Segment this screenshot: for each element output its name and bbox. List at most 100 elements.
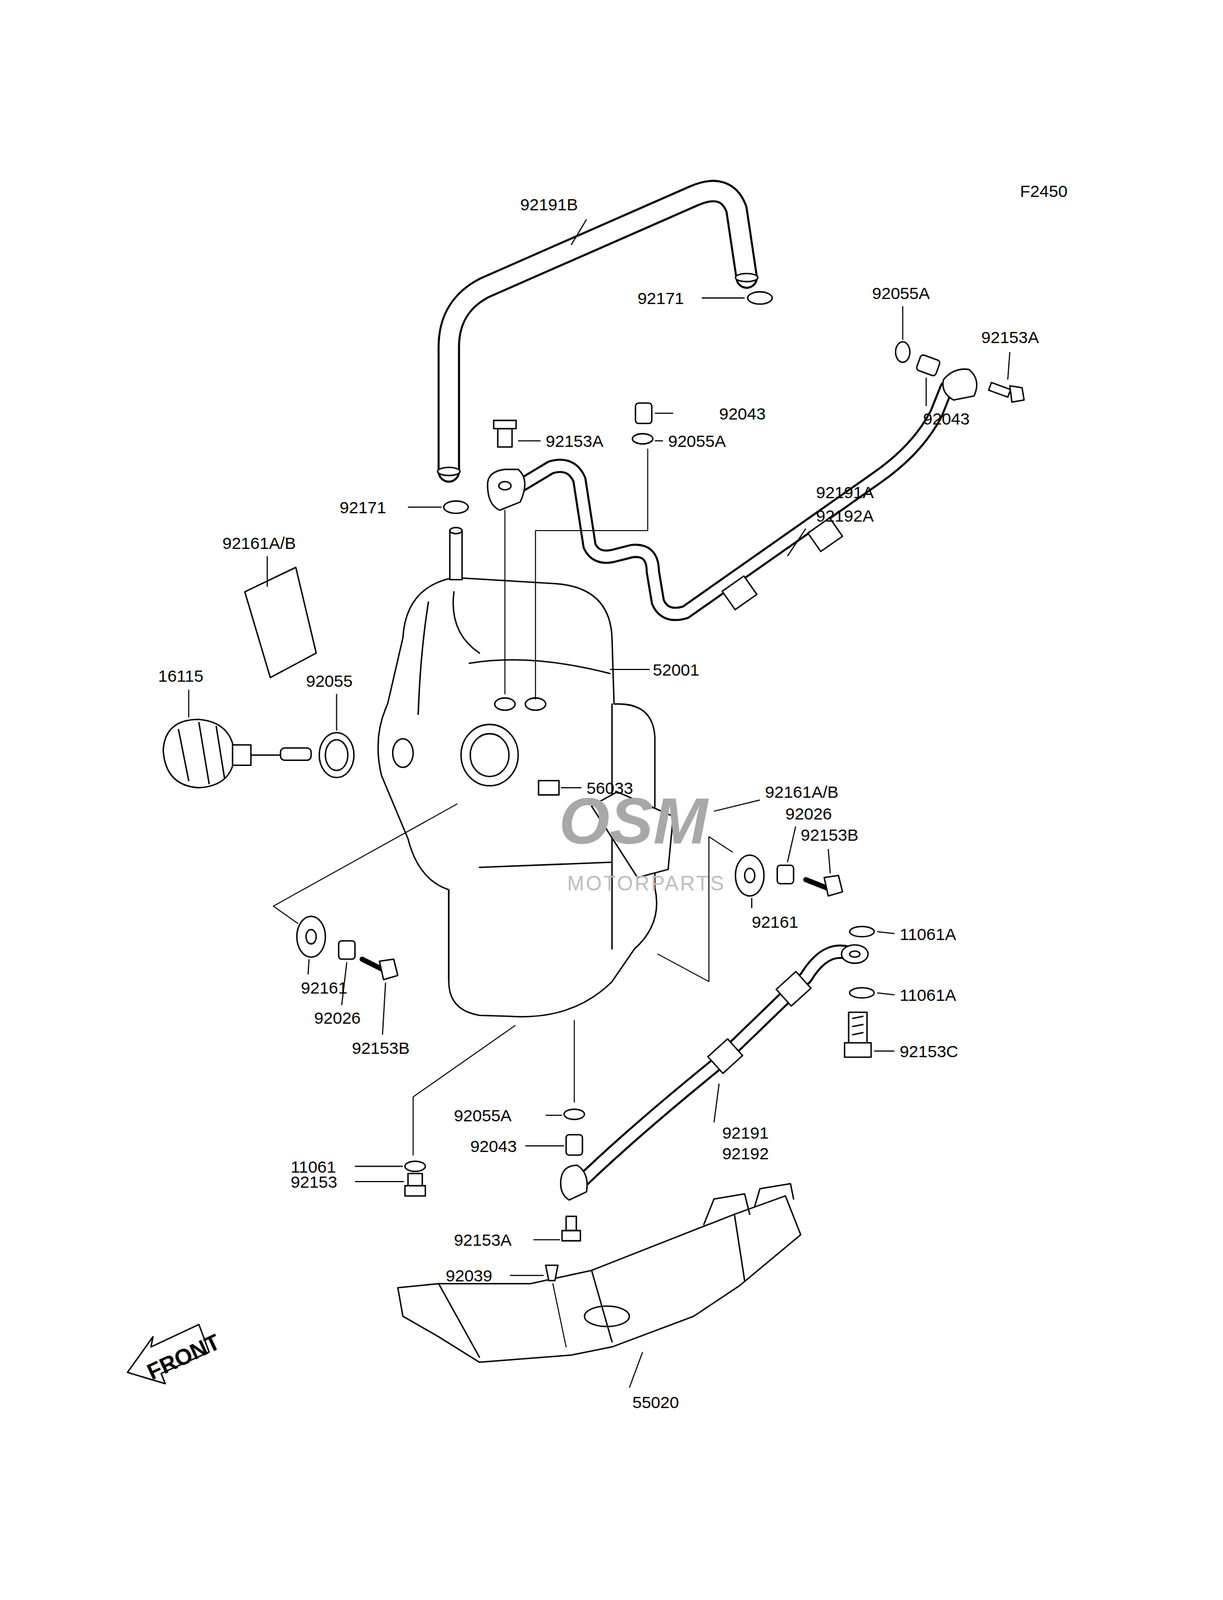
part-outline: [747, 291, 773, 304]
leader-line: [571, 219, 587, 245]
part-outline: [392, 738, 414, 767]
part-outline: [450, 530, 463, 580]
part-outline: [504, 387, 947, 614]
part-outline: [852, 1016, 863, 1035]
part-outline: [437, 467, 461, 476]
part-outline: [461, 724, 519, 786]
part-outline: [443, 500, 469, 514]
part-outline: [988, 382, 1011, 398]
leader-line: [787, 826, 796, 863]
callout-number: 92055A: [668, 431, 726, 451]
callout-number: 11061A: [899, 924, 956, 943]
part-outline: [579, 951, 852, 1184]
part-outline: [408, 1172, 423, 1186]
leader-line: [654, 440, 664, 442]
part-outline: [450, 527, 463, 534]
leader-line: [787, 528, 806, 556]
part-outline: [296, 916, 326, 957]
part-outline: [844, 1042, 872, 1057]
part-outline: [563, 1108, 585, 1119]
part-outline: [744, 868, 755, 883]
part-outline: [538, 780, 560, 795]
callout-number: 92039: [445, 1265, 492, 1285]
part-outline: [722, 576, 757, 610]
leader-line: [713, 799, 760, 811]
part-outline: [338, 940, 355, 959]
callout-number: 92026: [313, 1007, 361, 1027]
callout-number: 92161: [751, 911, 799, 931]
leader-line: [701, 297, 745, 299]
part-outline: [552, 1283, 567, 1347]
callout-number: 92161: [301, 978, 348, 997]
leader-line: [1007, 351, 1010, 380]
part-outline: [776, 971, 811, 1007]
leader-line: [355, 1165, 404, 1167]
leader-line: [654, 412, 674, 414]
part-outline: [250, 753, 281, 756]
callout-number: 92153: [290, 1172, 337, 1191]
callout-number: 92191B: [520, 194, 578, 214]
part-outline: [404, 1185, 426, 1196]
leader-line: [336, 693, 338, 731]
part-outline: [824, 875, 843, 896]
leader-line: [533, 1238, 561, 1240]
part-outline: [178, 722, 225, 784]
callout-number: 11061A: [899, 985, 956, 1004]
leader-line: [187, 689, 190, 717]
callout-number: 92055A: [872, 283, 930, 302]
watermark-text: OSM: [558, 785, 708, 858]
callout-number: 92043: [922, 408, 970, 428]
part-outline: [448, 190, 747, 472]
callout-number: 55020: [632, 1392, 679, 1411]
leader-line: [545, 1114, 563, 1116]
callout-number: F2450: [1020, 181, 1068, 201]
part-outline: [658, 836, 733, 982]
callout-number: 92171: [637, 288, 684, 308]
part-outline: [566, 1134, 583, 1155]
part-outline: [635, 403, 652, 424]
part-outline: [562, 1230, 581, 1241]
callout-number: 92192A: [815, 505, 874, 525]
part-outline: [579, 951, 852, 1184]
part-outline: [504, 387, 947, 614]
part-outline: [232, 744, 251, 766]
callout-number: 92153A: [453, 1230, 512, 1249]
callout-number: 92043: [718, 403, 766, 423]
callout-number: 92192: [722, 1143, 769, 1162]
part-outline: [325, 739, 348, 771]
part-outline: [438, 1183, 794, 1357]
callout-number: 92161A/B: [222, 533, 297, 553]
part-outline: [584, 1305, 630, 1327]
callout-number: 92161A/B: [765, 782, 839, 801]
part-outline: [848, 1011, 868, 1043]
leader-line: [382, 982, 386, 1034]
callout-number: 52001: [653, 659, 700, 679]
part-outline: [504, 510, 506, 694]
leader-line: [902, 306, 904, 340]
leader-line: [610, 668, 650, 670]
callout-number: 92191A: [815, 482, 874, 501]
leader-line: [355, 1180, 405, 1182]
part-outline: [413, 1025, 516, 1155]
leader-line: [629, 1351, 644, 1388]
callout-number: 92055A: [453, 1105, 512, 1125]
part-outline: [566, 1215, 577, 1231]
callout-number: 92026: [785, 803, 832, 823]
part-outline: [498, 428, 513, 447]
leader-line: [925, 377, 927, 406]
watermark-text: MOTORPARTS: [567, 872, 726, 895]
leader-line: [307, 958, 309, 974]
part-outline: [849, 987, 875, 998]
part-outline: [306, 929, 317, 944]
part-outline: [1009, 385, 1025, 402]
part-outline: [707, 1038, 743, 1073]
leader-line: [408, 506, 442, 508]
part-outline: [494, 697, 516, 710]
leader-line: [877, 992, 895, 995]
callout-number: 92171: [339, 498, 386, 517]
leader-line: [873, 1050, 895, 1052]
part-outline: [493, 420, 516, 429]
part-outline: [535, 448, 648, 699]
leader-line: [877, 931, 895, 934]
leader-line: [518, 440, 541, 442]
